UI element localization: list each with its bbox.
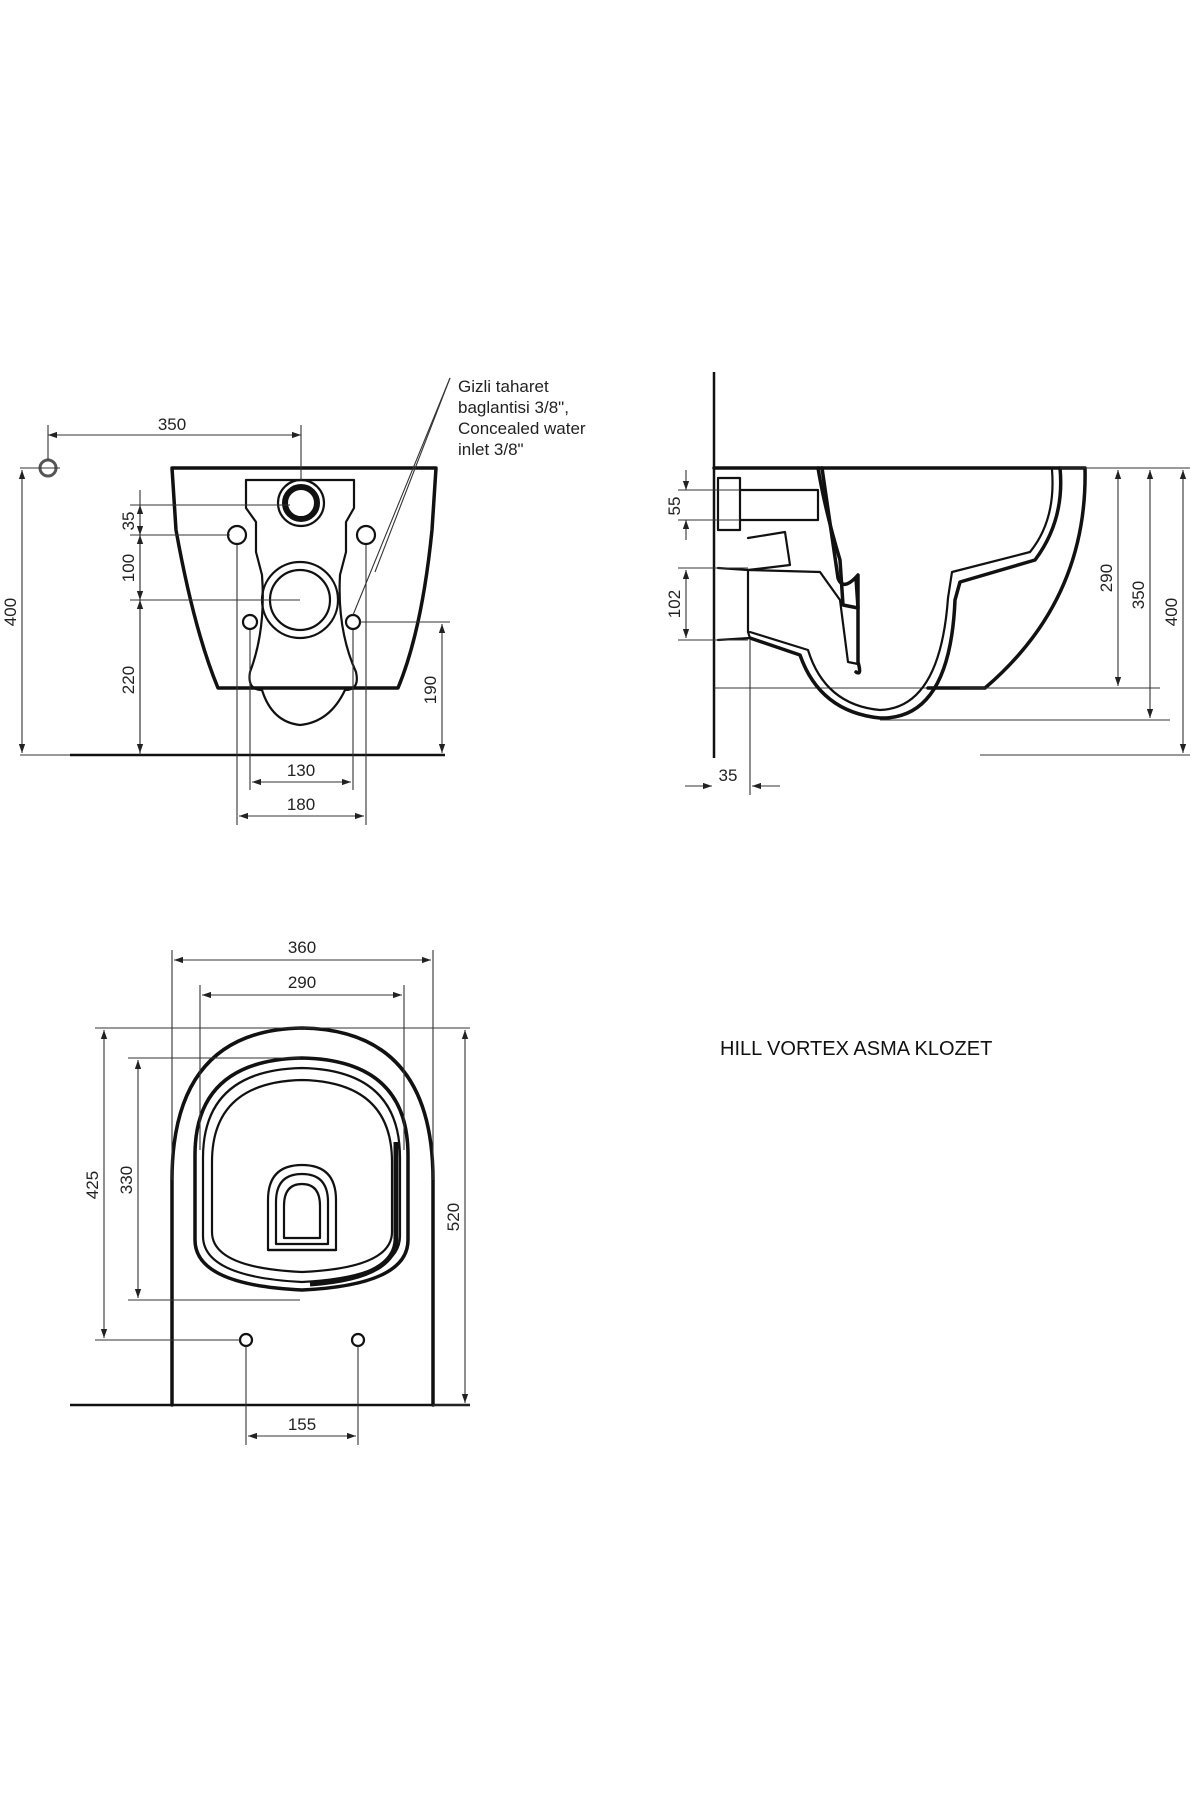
side-flush-connector bbox=[716, 476, 742, 532]
side-dim-350: 350 bbox=[1129, 581, 1148, 609]
side-dim-400: 400 bbox=[1162, 598, 1181, 626]
water-inlet-left bbox=[241, 613, 259, 631]
side-bowl-basin bbox=[816, 466, 860, 610]
front-dim-180: 180 bbox=[287, 795, 315, 814]
top-dim-360: 360 bbox=[288, 938, 316, 957]
front-dim-400: 400 bbox=[1, 598, 20, 626]
water-inlet-right bbox=[344, 613, 362, 631]
annotation-line-2: baglantisi 3/8", bbox=[458, 398, 569, 417]
fixing-hole-right bbox=[355, 524, 377, 546]
fixing-hole-left bbox=[226, 524, 248, 546]
top-dim-155: 155 bbox=[288, 1415, 316, 1434]
front-body-outline bbox=[170, 466, 438, 690]
side-bowl-curve bbox=[748, 466, 1063, 720]
flush-inlet-inner bbox=[282, 484, 320, 522]
annotation-line-1: Gizli taharet bbox=[458, 377, 549, 396]
top-outlet-outer bbox=[266, 1163, 338, 1252]
side-view: 55 102 290 350 400 35 bbox=[665, 372, 1190, 795]
side-outlet-profile bbox=[716, 566, 752, 642]
top-outlet-inner bbox=[274, 1172, 330, 1246]
front-view: 350 400 35 100 220 190 130 180 G bbox=[1, 377, 586, 825]
top-fixing-hole-left bbox=[238, 1332, 254, 1348]
side-dim-55: 55 bbox=[665, 497, 684, 516]
top-view: 360 290 425 330 520 155 bbox=[70, 938, 470, 1445]
side-outlet-body bbox=[746, 530, 792, 572]
side-outlet-inner bbox=[746, 568, 860, 666]
side-flush-pipe bbox=[738, 488, 820, 522]
top-dim-290: 290 bbox=[288, 973, 316, 992]
side-dim-35: 35 bbox=[719, 766, 738, 785]
top-dim-520: 520 bbox=[444, 1203, 463, 1231]
annotation-line-4: inlet 3/8" bbox=[458, 440, 524, 459]
top-dim-330: 330 bbox=[117, 1166, 136, 1194]
top-rim-shadow bbox=[309, 1142, 399, 1287]
front-dim-100: 100 bbox=[119, 554, 138, 582]
front-dim-350: 350 bbox=[158, 415, 186, 434]
side-bowl-outer bbox=[712, 466, 1087, 690]
top-rim-outer bbox=[193, 1056, 410, 1292]
front-dim-35: 35 bbox=[119, 512, 138, 531]
front-dim-220: 220 bbox=[119, 666, 138, 694]
drawing-title: HILL VORTEX ASMA KLOZET bbox=[720, 1038, 992, 1060]
side-dim-102: 102 bbox=[665, 590, 684, 618]
top-rim-middle bbox=[201, 1066, 402, 1284]
top-fixing-hole-right bbox=[350, 1332, 366, 1348]
front-dim-190: 190 bbox=[421, 676, 440, 704]
side-dim-290: 290 bbox=[1097, 564, 1116, 592]
top-rim-inner bbox=[210, 1078, 394, 1274]
front-dim-130: 130 bbox=[287, 761, 315, 780]
top-dim-425: 425 bbox=[83, 1171, 102, 1199]
side-bowl-curve-inner bbox=[748, 468, 1054, 712]
annotation-line-3: Concealed water bbox=[458, 419, 586, 438]
top-outlet-core bbox=[282, 1182, 322, 1240]
front-inner-panel bbox=[244, 478, 358, 727]
